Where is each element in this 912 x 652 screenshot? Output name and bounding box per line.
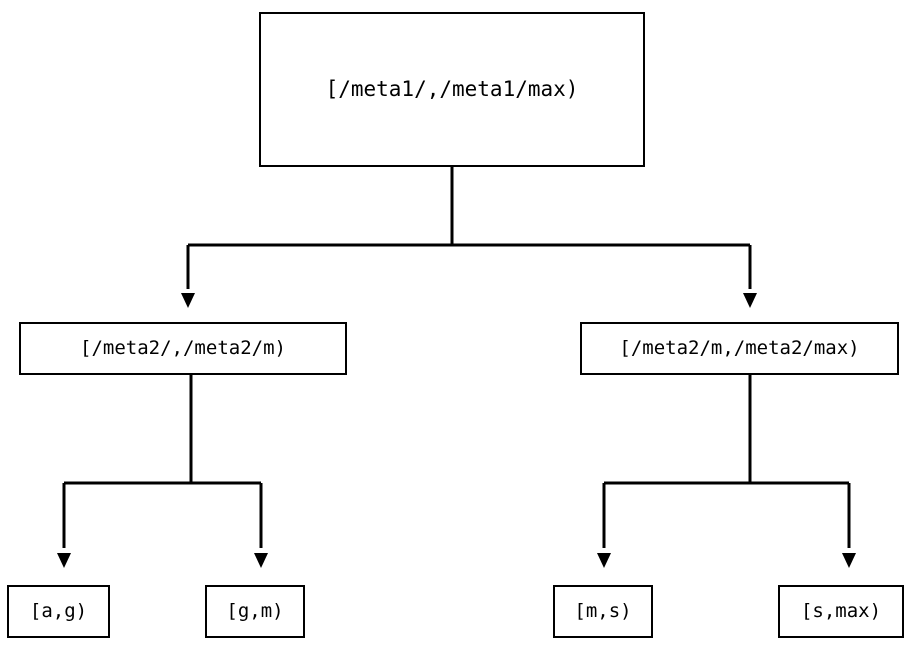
tree-node-leaf-4: [s,max) [778,585,904,638]
tree-node-leaf-4-label: [s,max) [800,600,882,622]
arrowhead-icon [181,293,195,308]
edge-midleft-to-leaves [57,375,268,568]
arrowhead-icon [597,553,611,568]
tree-node-leaf-1: [a,g) [7,585,110,638]
tree-node-leaf-3: [m,s) [553,585,653,638]
tree-node-leaf-2: [g,m) [205,585,305,638]
tree-node-mid-right: [/meta2/m,/meta2/max) [580,322,899,375]
arrowhead-icon [842,553,856,568]
tree-node-root: [/meta1/,/meta1/max) [259,12,645,167]
arrowhead-icon [57,553,71,568]
tree-node-root-label: [/meta1/,/meta1/max) [325,77,579,101]
tree-node-mid-right-label: [/meta2/m,/meta2/max) [619,337,860,359]
tree-node-leaf-3-label: [m,s) [574,600,632,622]
arrowhead-icon [254,553,268,568]
edge-midright-to-leaves [597,375,856,568]
tree-node-leaf-2-label: [g,m) [226,600,284,622]
edge-root-to-mid-level [181,167,757,308]
arrowhead-icon [743,293,757,308]
tree-node-mid-left-label: [/meta2/,/meta2/m) [80,337,286,359]
tree-node-leaf-1-label: [a,g) [29,600,88,622]
tree-node-mid-left: [/meta2/,/meta2/m) [19,322,347,375]
